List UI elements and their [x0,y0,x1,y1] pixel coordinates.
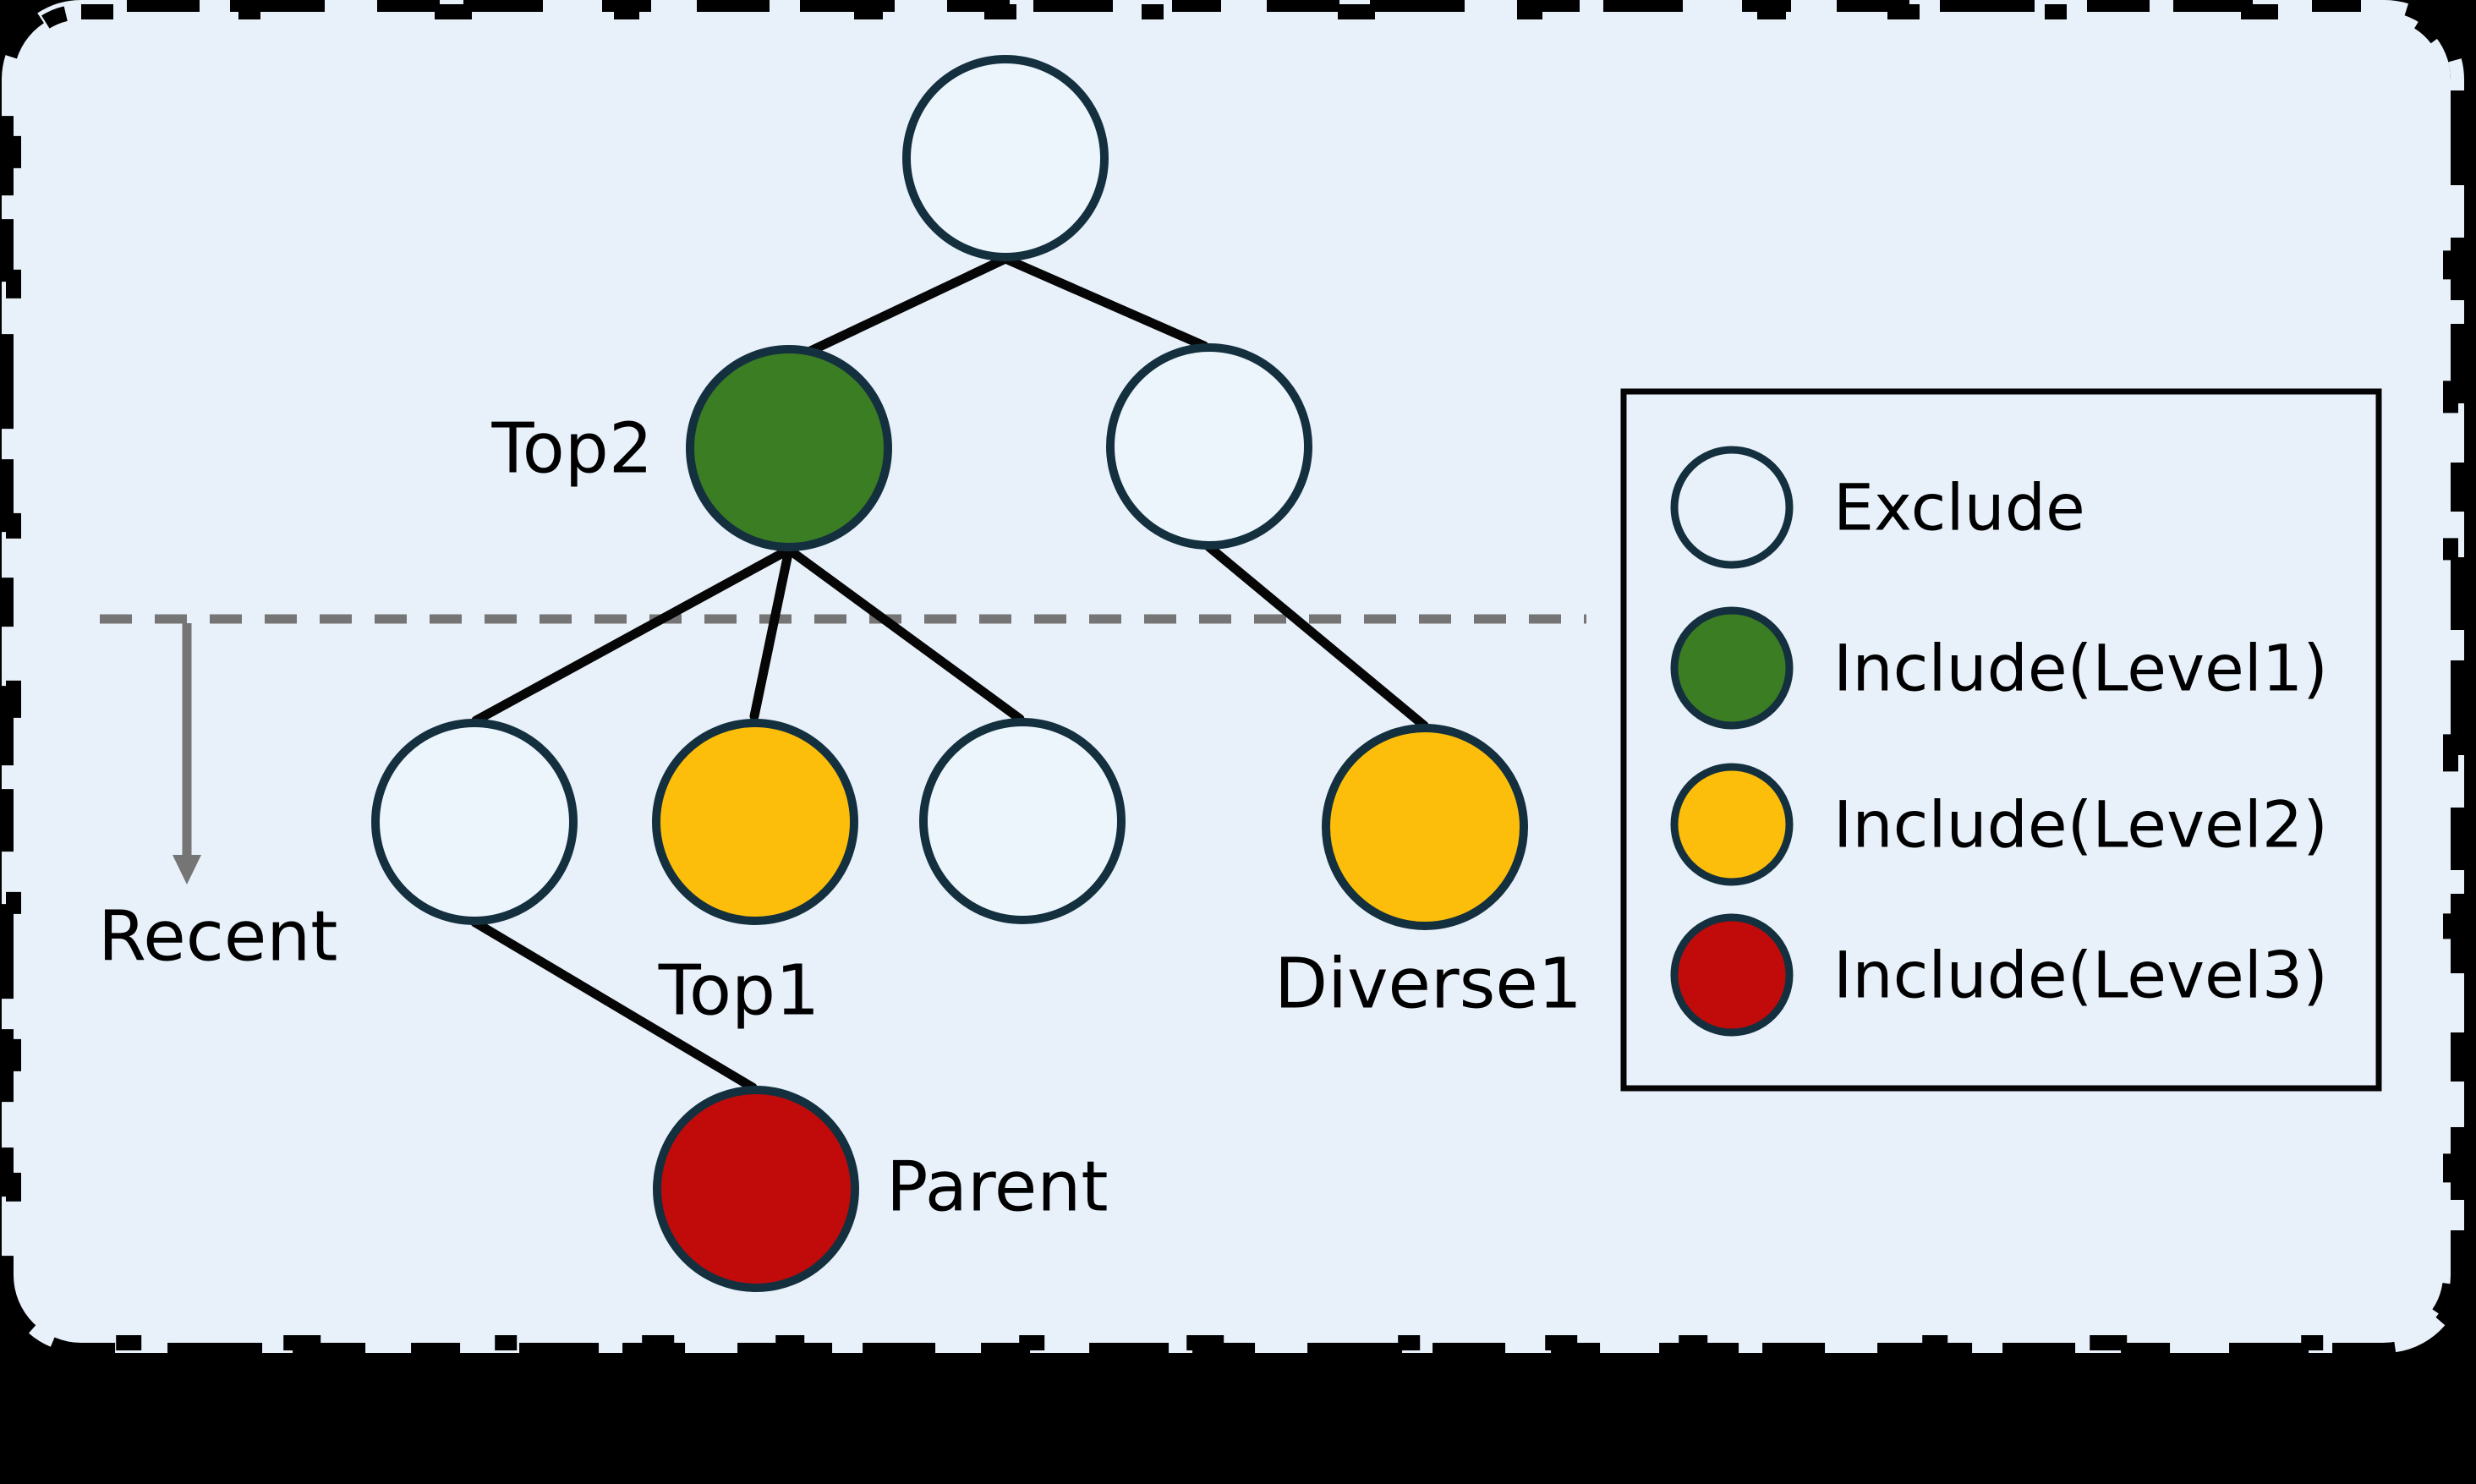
node-top2 [686,345,892,551]
node-parent [653,1086,859,1292]
paper-bumps [2,0,2464,1353]
node-left-grandchild [371,719,578,925]
node-root [902,55,1109,261]
tree-edges [470,254,1429,1092]
node-right-child [1106,343,1312,550]
edge-left-grandchild-parent [470,917,758,1092]
legend-swatch-level2 [1670,763,1794,886]
legend-label-level1: Include(Level1) [1833,631,2328,706]
edge-root-top2 [797,254,1011,360]
legend: Exclude Include(Level1) Include(Level2) … [1620,388,2382,1092]
label-top2: Top2 [490,409,653,490]
timeline-guide [100,614,1586,884]
node-middle-grandchild [919,718,1126,924]
recent-arrowhead-icon [173,855,201,884]
label-parent: Parent [886,1147,1109,1228]
edge-root-right-child [1000,254,1209,351]
legend-swatch-level3 [1670,913,1794,1037]
legend-label-exclude: Exclude [1833,470,2085,545]
edge-top2-middle-grandchild [784,545,1025,724]
node-top1 [652,719,858,925]
tree-labels: Top2 Top1 Diverse1 Parent Recent [98,409,1582,1228]
legend-swatch-exclude [1670,446,1794,569]
legend-swatch-level1 [1670,606,1794,730]
label-top1: Top1 [658,951,820,1032]
label-diverse1: Diverse1 [1274,945,1582,1025]
edge-right-child-diverse1 [1204,542,1429,731]
label-recent: Recent [98,897,337,977]
node-diverse1 [1322,724,1528,930]
edge-top2-left-grandchild [471,545,794,726]
legend-label-level2: Include(Level2) [1833,787,2328,862]
legend-label-level3: Include(Level3) [1833,938,2328,1013]
tree-nodes [371,55,1528,1292]
edge-top2-top1 [749,545,794,721]
